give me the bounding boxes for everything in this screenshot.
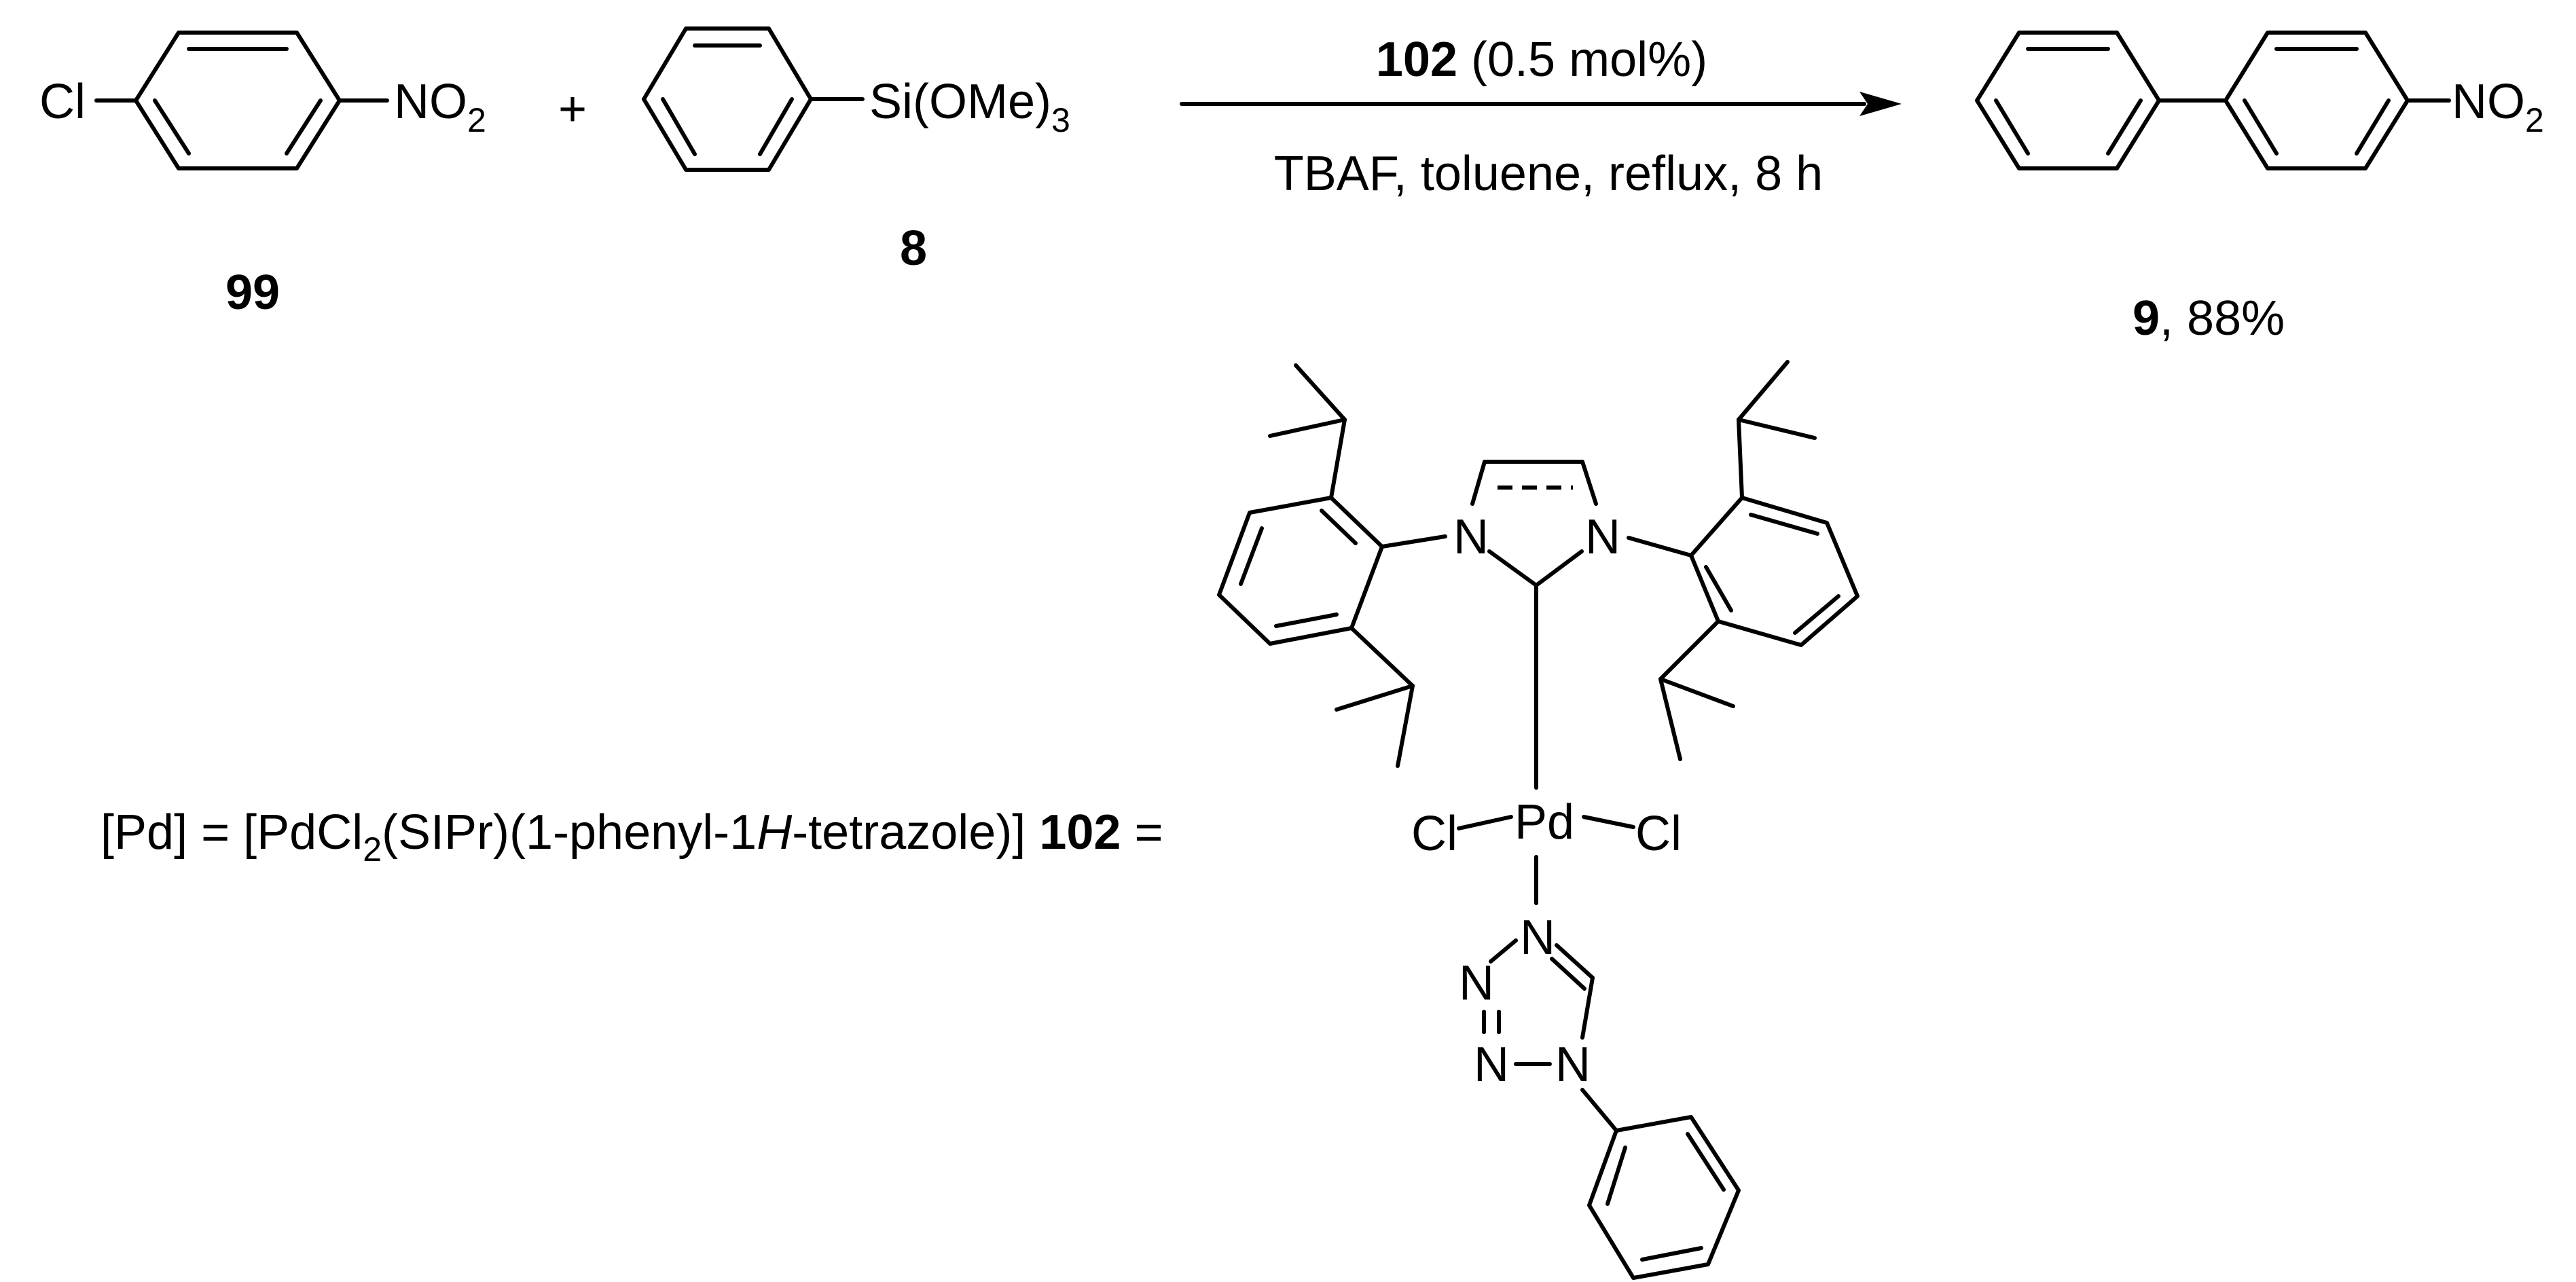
right-upper-isopropyl-bond — [1737, 418, 1744, 500]
compound-9-structure: NO2 — [1975, 31, 2544, 170]
compound-8-inner-bond — [758, 97, 794, 156]
tetrazole-bond — [1550, 957, 1586, 991]
tetrazole-bond — [1580, 976, 1595, 1040]
tetrazole-n-lower-left-label: N — [1474, 1038, 1509, 1092]
right-lower-isopropyl-bond — [1658, 677, 1682, 761]
left-upper-isopropyl-bond — [1268, 418, 1347, 438]
n-phenyl-bond — [1580, 1088, 1618, 1133]
left-aryl-inner-bond — [1320, 509, 1358, 545]
compound-9-ring-left — [1975, 31, 2161, 170]
right-lower-isopropyl-bond — [1658, 619, 1720, 681]
compound-8-structure: Si(OMe)3 — [642, 26, 1070, 172]
compound-99-ring — [134, 31, 342, 170]
right-aryl-group — [1627, 360, 1860, 761]
tetrazole-phenyl — [1580, 1088, 1741, 1280]
compound-99-id: 99 — [225, 265, 280, 320]
tetrazole-ring — [1482, 938, 1595, 1066]
tetrazole-n-bottom-label: N — [1555, 1038, 1591, 1092]
nhc-n-left-label: N — [1453, 510, 1489, 564]
n-aryl-bond — [1627, 536, 1693, 557]
tetrazole-phenyl-ring — [1587, 1115, 1741, 1280]
compound-8-ring — [642, 26, 813, 172]
tetrazole-phenyl-inner-bond — [1606, 1146, 1627, 1206]
arrow-conditions-label: TBAF, toluene, reflux, 8 h — [1274, 147, 1823, 201]
left-aryl-group — [1217, 363, 1447, 768]
compound-99-inner-bond — [153, 98, 191, 155]
nhc-bond — [1470, 460, 1487, 506]
tetrazole-n-upper-left-label: N — [1459, 956, 1494, 1010]
compound-9-ring-right — [2224, 31, 2410, 170]
n-aryl-bond — [1380, 534, 1447, 549]
right-upper-isopropyl-bond — [1737, 360, 1790, 422]
left-aryl-inner-bond — [1274, 612, 1339, 628]
compound-8-si-label: Si(OMe)3 — [869, 75, 1070, 139]
nhc-bond — [1580, 460, 1598, 506]
pd-cl-right-label: Cl — [1635, 807, 1682, 861]
tetrazole-n-top-label: N — [1520, 911, 1555, 965]
pd-cl-left-label: Cl — [1411, 807, 1457, 861]
pd-label: Pd — [1514, 795, 1574, 849]
nhc-ring — [1470, 460, 1598, 587]
compound-99-inner-bond — [285, 98, 323, 155]
left-lower-isopropyl-bond — [1335, 684, 1415, 712]
arrow-head — [1860, 92, 1902, 116]
right-aryl-inner-bond — [1793, 594, 1840, 635]
left-lower-isopropyl-bond — [1349, 626, 1415, 688]
compound-99-cl-label: Cl — [39, 75, 86, 129]
compound-9-no2-label: NO2 — [2452, 75, 2544, 139]
tetrazole-phenyl-inner-bond — [1640, 1246, 1703, 1262]
compound-9-inner-bond — [2243, 98, 2279, 155]
nhc-n-right-label: N — [1585, 510, 1620, 564]
pd-cl-left-bond — [1457, 815, 1513, 830]
arrow-catalyst-label: 102 (0.5 mol%) — [1376, 33, 1707, 87]
compound-8-id: 8 — [900, 221, 927, 276]
tetrazole-phenyl-inner-bond — [1686, 1132, 1726, 1192]
pd-cl-right-bond — [1582, 815, 1635, 829]
compound-9-inner-bond — [1994, 98, 2030, 155]
nhc-bond — [1487, 549, 1538, 587]
catalyst-definition: [Pd] = [PdCl2(SIPr)(1-phenyl-1H-tetrazol… — [101, 805, 1163, 868]
compound-9-inner-bond — [2355, 98, 2391, 155]
left-aryl-inner-bond — [1239, 526, 1264, 586]
compound-99-no2-label: NO2 — [394, 75, 486, 139]
catalyst-102-structure: N N Pd Cl Cl N N N N — [1217, 360, 1860, 1280]
compound-9-inner-bond — [2106, 98, 2143, 155]
tetrazole-bond — [1489, 938, 1518, 964]
tetrazole-bond — [1555, 943, 1595, 980]
nhc-bond — [1534, 549, 1584, 587]
reaction-arrow — [1180, 92, 1902, 116]
compound-8-inner-bond — [661, 97, 697, 156]
right-upper-isopropyl-bond — [1737, 418, 1817, 440]
right-aryl-inner-bond — [1704, 565, 1733, 612]
left-upper-isopropyl-bond — [1329, 418, 1347, 500]
right-aryl-inner-bond — [1749, 513, 1819, 536]
compound-99-structure: Cl NO2 — [39, 31, 486, 170]
right-lower-isopropyl-bond — [1658, 677, 1735, 708]
left-upper-isopropyl-bond — [1294, 363, 1347, 422]
compound-9-id-yield: 9, 88% — [2133, 291, 2285, 346]
plus-sign: + — [558, 82, 587, 136]
left-lower-isopropyl-bond — [1396, 684, 1415, 768]
